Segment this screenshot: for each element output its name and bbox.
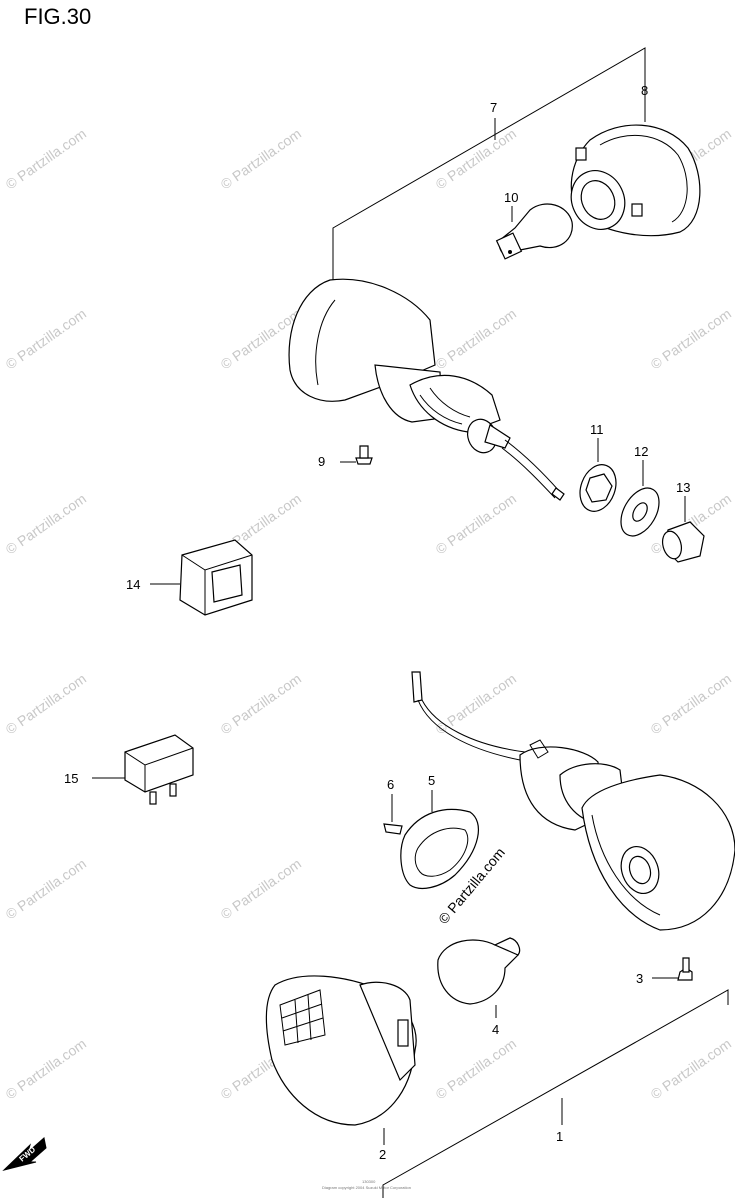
bracket-7 [332, 47, 646, 288]
callout-1: 1 [556, 1129, 563, 1144]
watermark: © Partzilla.com [433, 670, 519, 737]
callout-10: 10 [504, 190, 518, 205]
watermark: © Partzilla.com [218, 125, 304, 192]
watermark: © Partzilla.com [3, 855, 89, 922]
callout-8: 8 [641, 83, 648, 98]
callout-11: 11 [590, 422, 604, 437]
watermark: © Partzilla.com [3, 670, 89, 737]
upper-turn-signal-housing [288, 278, 565, 501]
callout-12: 12 [634, 444, 648, 459]
watermark: © Partzilla.com [218, 855, 304, 922]
watermark: © Partzilla.com [648, 1035, 734, 1102]
screw-part-6 [383, 794, 403, 835]
lower-turn-signal-assembly [411, 671, 735, 931]
footer-code: 130300 [362, 1179, 376, 1184]
screw-part-9 [340, 445, 373, 465]
bulb-part-10 [495, 203, 573, 260]
lens-part-2 [265, 975, 417, 1145]
connector-part-14 [150, 539, 253, 616]
watermark: © Partzilla.com [433, 305, 519, 372]
screw-part-3 [652, 957, 693, 981]
washer-part-12 [620, 487, 660, 537]
callout-4: 4 [492, 1022, 499, 1037]
figure-title: FIG.30 [24, 4, 92, 29]
watermark: © Partzilla.com [433, 125, 519, 192]
callout-13: 13 [676, 480, 690, 495]
nut-part-11 [579, 464, 617, 512]
callout-3: 3 [636, 971, 643, 986]
callout-15: 15 [64, 771, 78, 786]
watermark: © Partzilla.com [433, 1035, 519, 1102]
footer-copyright: Diagram copyright 2004 Suzuki Motor Corp… [322, 1185, 411, 1190]
watermark: © Partzilla.com [648, 670, 734, 737]
callout-labels: 1 2 3 4 5 6 7 8 9 10 11 12 13 14 15 [64, 83, 690, 1162]
relay-part-15 [92, 734, 194, 805]
gasket-part-5 [400, 790, 479, 889]
callout-7: 7 [490, 100, 497, 115]
watermark: © Partzilla.com [433, 490, 519, 557]
callout-2: 2 [379, 1147, 386, 1162]
callout-5: 5 [428, 773, 435, 788]
bracket-1 [382, 989, 729, 1198]
callout-14: 14 [126, 577, 140, 592]
leader-lines [511, 206, 686, 522]
lens-part-8 [570, 124, 701, 237]
callout-6: 6 [387, 777, 394, 792]
watermark: © Partzilla.com [3, 305, 89, 372]
watermark: © Partzilla.com [218, 670, 304, 737]
watermark: © Partzilla.com [3, 490, 89, 557]
watermark-layer: © Partzilla.com © Partzilla.com © Partzi… [3, 125, 734, 1102]
watermark: © Partzilla.com [3, 125, 89, 192]
watermark: © Partzilla.com [648, 305, 734, 372]
nut-part-13 [661, 521, 705, 563]
callout-9: 9 [318, 454, 325, 469]
watermark: © Partzilla.com [3, 1035, 89, 1102]
bulb-part-4 [437, 937, 521, 1018]
assembly-brackets [332, 47, 729, 1198]
forward-arrow: FWD [2, 1137, 47, 1171]
